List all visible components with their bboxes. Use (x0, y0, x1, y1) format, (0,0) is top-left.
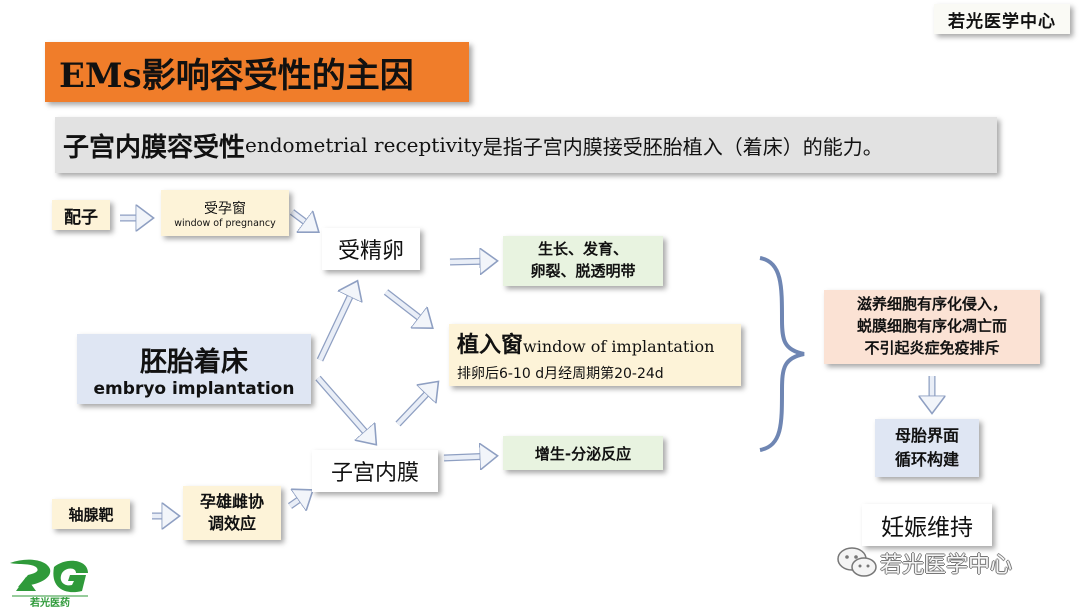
logo-text: 若光医药 (29, 596, 70, 607)
node-fertilized-egg: 受精卵 (322, 228, 420, 270)
node-gamete: 配子 (52, 200, 110, 230)
troph-line-1: 滋养细胞有序化侵入， (856, 295, 1007, 314)
node-pregnancy-maintenance: 妊娠维持 (862, 504, 992, 546)
growth-line-2: 卵裂、脱透明带 (530, 262, 636, 280)
watermark-text: 若光医学中心 (880, 553, 1013, 578)
window-implantation-zh: 植入窗 (457, 333, 524, 358)
definition-english: endometrial receptivity (245, 133, 483, 157)
window-implantation-timing: 排卵后6-10 d月经周期第20-24d (457, 366, 664, 382)
page-title: EMs影响容受性的主因 (45, 42, 469, 102)
node-trophoblast: 滋养细胞有序化侵入， 蜕膜细胞有序化凋亡而 不引起炎症免疫排斥 (824, 290, 1040, 364)
maternal-line-2: 循环构建 (894, 450, 959, 469)
window-implantation-en: window of implantation (523, 337, 715, 356)
window-pregnancy-en: window of pregnancy (174, 217, 276, 229)
hormone-line-2: 调效应 (207, 514, 256, 533)
node-embryo-implantation: 胚胎着床 embryo implantation (77, 334, 311, 404)
embryo-zh: 胚胎着床 (140, 346, 248, 378)
growth-line-1: 生长、发育、 (537, 240, 628, 259)
embryo-en: embryo implantation (93, 378, 295, 399)
brand-tag: 若光医学中心 (934, 4, 1070, 34)
definition-term: 子宫内膜容受性 (63, 132, 246, 163)
node-window-of-pregnancy: 受孕窗 window of pregnancy (161, 190, 289, 236)
window-pregnancy-zh: 受孕窗 (204, 200, 246, 217)
maternal-line-1: 母胎界面 (894, 426, 959, 445)
logo: 若光医药 (6, 555, 92, 609)
node-hormone-effect: 孕雄雌协 调效应 (183, 486, 281, 540)
node-maternal-interface: 母胎界面 循环构建 (875, 419, 979, 477)
node-window-of-implantation: 植入窗window of implantation 排卵后6-10 d月经周期第… (449, 324, 741, 386)
node-proliferation: 增生-分泌反应 (503, 436, 663, 470)
hormone-line-1: 孕雄雌协 (199, 491, 264, 511)
node-axis: 轴腺靶 (52, 499, 130, 529)
troph-line-2: 蜕膜细胞有序化凋亡而 (856, 317, 1007, 336)
troph-line-3: 不引起炎症免疫排斥 (864, 338, 1000, 357)
right-brace (759, 256, 805, 452)
wechat-icon (837, 547, 877, 577)
watermark: 若光医学中心 (836, 544, 1068, 582)
definition-text: 是指子宫内膜接受胚胎植入（着床）的能力。 (482, 134, 883, 159)
logo-mark: 若光医药 (10, 559, 88, 609)
node-endometrium: 子宫内膜 (312, 450, 438, 492)
node-growth: 生长、发育、 卵裂、脱透明带 (503, 236, 663, 286)
